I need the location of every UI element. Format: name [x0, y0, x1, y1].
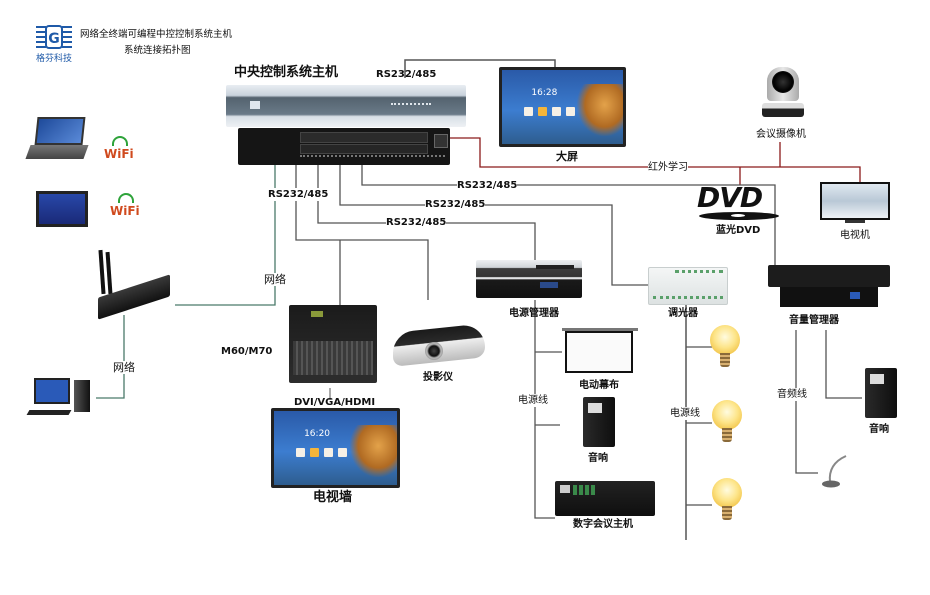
- diagram-title-line1: 网络全终端可编程中控控制系统主机: [80, 29, 233, 40]
- speaker-left-label: 音响: [588, 453, 608, 464]
- line-power-bus: [534, 300, 555, 519]
- line-to-matrix-projector: [295, 165, 429, 300]
- motorized-screen-label: 电动幕布: [579, 380, 619, 391]
- line-network-router: [175, 165, 276, 306]
- rs232-top-label: RS232/485: [376, 69, 437, 80]
- video-signal-label: DVI/VGA/HDMI: [294, 397, 376, 408]
- rs232-line3-label: RS232/485: [386, 216, 447, 229]
- line-audio-speaker: [825, 330, 862, 399]
- video-wall-device: 16:20: [271, 408, 400, 488]
- line-rs232-2: [339, 165, 650, 286]
- speaker-right-label: 音响: [869, 424, 889, 435]
- conference-camera-device: [762, 67, 804, 119]
- projector-label: 投影仪: [423, 372, 453, 383]
- line-audio-mic: [795, 330, 818, 474]
- conference-camera-label: 会议摄像机: [756, 129, 806, 140]
- logo-icon: G: [36, 25, 72, 49]
- power-manager-device: [476, 260, 582, 298]
- company-name: 格芬科技: [35, 54, 72, 64]
- host-front-buttons: [391, 103, 431, 109]
- big-screen-device: 16:28: [499, 67, 626, 147]
- light-bulb-1-icon: [710, 325, 740, 371]
- audio-line-label: 音频线: [777, 388, 807, 401]
- network-label-pc: 网络: [113, 361, 135, 374]
- big-screen-time: 16:28: [531, 87, 558, 98]
- wifi-icon-tablet: WiFi: [110, 193, 140, 218]
- matrix-model-label: M60/M70: [221, 346, 273, 357]
- matrix-switcher-device: [289, 305, 377, 383]
- rs232-line1-label: RS232/485: [457, 179, 518, 192]
- video-wall-time: 16:20: [304, 428, 331, 439]
- power-line-label-left: 电源线: [518, 394, 548, 407]
- digital-conference-host-label: 数字会议主机: [573, 519, 633, 530]
- light-bulb-3-icon: [712, 478, 742, 524]
- projector-device: [393, 322, 488, 368]
- desktop-pc-device: [26, 378, 94, 416]
- dvd-logo-icon: DVD: [697, 184, 783, 222]
- tv-label: 电视机: [840, 230, 870, 241]
- video-wall-label: 电视墙: [313, 490, 353, 505]
- svg-text:G: G: [48, 31, 60, 47]
- infrared-learning-label: 红外学习: [648, 161, 688, 174]
- host-logo-icon: [250, 101, 260, 109]
- line-router-pc: [96, 315, 125, 399]
- rs232-left-label: RS232/485: [268, 188, 329, 201]
- tv-device: [820, 182, 890, 224]
- line-host-to-bigscreen: [404, 59, 556, 78]
- power-line-label-right: 电源线: [670, 407, 700, 420]
- microphone-icon: [822, 455, 847, 488]
- network-label-router: 网络: [264, 273, 286, 286]
- company-logo: G 格芬科技: [34, 24, 74, 64]
- speaker-left-device: [583, 397, 615, 447]
- central-host-label: 中央控制系统主机: [234, 65, 339, 80]
- audio-manager-label: 音量管理器: [789, 315, 839, 326]
- central-host-rear-panel: [238, 128, 450, 165]
- big-screen-label: 大屏: [556, 150, 578, 163]
- dvd-label: 蓝光DVD: [716, 225, 761, 236]
- audio-manager-device: [768, 265, 890, 307]
- diagram-title-line2: 系统连接拓扑图: [124, 45, 191, 56]
- digital-conference-host-device: [555, 481, 655, 516]
- power-manager-label: 电源管理器: [509, 308, 559, 319]
- light-bulb-2-icon: [712, 400, 742, 446]
- rs232-line2-label: RS232/485: [425, 198, 486, 211]
- tablet-device: [36, 191, 88, 227]
- central-host-device: [226, 85, 466, 127]
- microphone-device: [818, 450, 858, 490]
- dimmer-label: 调光器: [668, 308, 698, 319]
- speaker-right-device: [865, 368, 897, 418]
- motorized-screen-device: [562, 328, 638, 375]
- line-infrared: [448, 137, 861, 182]
- router-device: [94, 249, 174, 320]
- laptop-device: [25, 117, 89, 163]
- wifi-icon-laptop: WiFi: [104, 136, 134, 161]
- dimmer-device: [648, 267, 728, 305]
